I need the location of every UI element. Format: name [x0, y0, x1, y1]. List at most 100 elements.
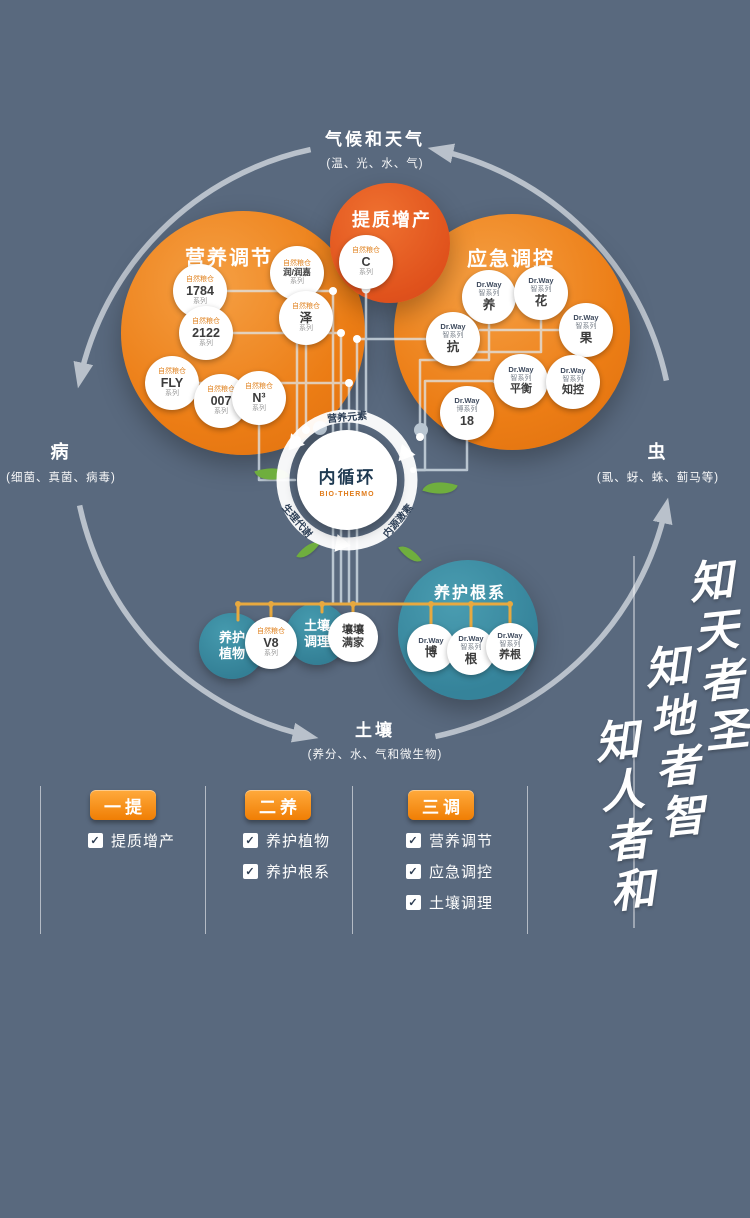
menu-button-santiao[interactable]: 三调 [408, 790, 474, 820]
product-name: 1784 [186, 283, 214, 298]
product-circle-run: 自然粮仓 润/润嘉 系列 [270, 246, 324, 300]
product-brand: 自然粮仓 [292, 302, 320, 310]
product-suffix: 系列 [359, 269, 373, 277]
cycle-subtitle: (养分、水、气和微生物) [307, 749, 443, 761]
product-suffix: 系列 [199, 340, 213, 348]
cycle-title: 气候和天气 [325, 130, 425, 149]
product-name: 知控 [562, 384, 584, 397]
cycle-subtitle: (温、光、水、气) [326, 158, 424, 170]
check-label: 营养调节 [429, 833, 494, 850]
product-circle-rangrangmanjia: 壤壤 满家 [328, 612, 378, 662]
product-brand: 自然粮仓 [192, 317, 220, 325]
product-name: 平衡 [510, 383, 532, 396]
roots-title: 养护根系 [433, 585, 507, 602]
quality-title: 提质增产 [352, 210, 432, 230]
product-suffix: 系列 [193, 298, 207, 306]
checkbox-icon[interactable]: ✓ [243, 864, 258, 879]
cycle-label-disease: 病 (细菌、真菌、病毒) [0, 438, 122, 485]
product-name: 博 [424, 645, 438, 660]
plant-bubble-label: 养护植物 [218, 630, 245, 661]
check-item: ✓ 养护植物 [243, 830, 373, 851]
cycle-arc-sw [76, 504, 319, 743]
product-brand: Dr.Way [418, 635, 444, 645]
product-circle-2122: 自然粮仓 2122 系列 [179, 306, 233, 360]
product-series: 智系列 [530, 286, 552, 294]
product-brand: Dr.Way [458, 634, 484, 644]
product-series: 智系列 [562, 375, 584, 383]
inner-cycle-title: 内循环 [318, 467, 376, 487]
check-label: 养护根系 [266, 864, 331, 881]
product-suffix: 系列 [299, 325, 313, 333]
product-name: V8 [263, 635, 279, 650]
check-item: ✓ 应急调控 [406, 861, 536, 882]
product-circle-zhikong: Dr.Way 智系列 知控 [546, 355, 600, 409]
soil-bubble-label: 土壤调理 [303, 618, 330, 649]
product-name: 壤壤 [342, 624, 364, 637]
inner-cycle-hub: 内循环 BIO-THERMO [297, 430, 397, 530]
product-brand: Dr.Way [476, 280, 502, 290]
checkbox-icon[interactable]: ✓ [406, 833, 421, 848]
product-brand: 自然粮仓 [207, 385, 235, 393]
check-label: 应急调控 [429, 864, 494, 881]
product-brand: 自然粮仓 [283, 260, 311, 268]
product-brand: Dr.Way [528, 276, 554, 286]
product-name: FLY [160, 375, 184, 390]
cycle-subtitle: (虱、蚜、蛛、蓟马等) [596, 472, 720, 484]
product-name: 抗 [446, 340, 460, 355]
product-brand: Dr.Way [560, 366, 586, 376]
divider [40, 786, 41, 934]
product-name: 2122 [192, 325, 220, 340]
checkbox-icon[interactable]: ✓ [406, 864, 421, 879]
cycle-title: 土壤 [355, 721, 395, 740]
product-circle-n3: 自然粮仓 N³ 系列 [232, 371, 286, 425]
product-series: 智系列 [499, 640, 521, 648]
product-circle-hua: Dr.Way 智系列 花 [514, 266, 568, 320]
product-brand: Dr.Way [508, 365, 534, 375]
product-circle-ze: 自然粮仓 泽 系列 [279, 291, 333, 345]
product-name: 果 [579, 331, 593, 346]
product-circle-yanggen: Dr.Way 智系列 养根 [486, 623, 534, 671]
divider [527, 786, 528, 934]
cycle-subtitle: (细菌、真菌、病毒) [6, 472, 116, 484]
product-name: 根 [464, 652, 478, 667]
product-brand: 自然粮仓 [186, 275, 214, 283]
cycle-arc-se [434, 497, 673, 740]
cycle-arc-ne [427, 143, 670, 382]
product-name: 养 [482, 298, 496, 313]
menu-button-eryang[interactable]: 二养 [245, 790, 311, 820]
product-series: 智系列 [575, 323, 597, 331]
product-name: 花 [534, 294, 548, 309]
product-name: 养根 [499, 649, 521, 662]
product-suffix: 系列 [290, 277, 304, 285]
product-circle-guo: Dr.Way 智系列 果 [559, 303, 613, 357]
check-label: 土壤调理 [429, 895, 494, 912]
checkbox-icon[interactable]: ✓ [243, 833, 258, 848]
product-name: N³ [252, 390, 266, 405]
product-series: 智系列 [510, 374, 532, 382]
menu-button-yiti[interactable]: 一提 [90, 790, 156, 820]
product-series: 智系列 [478, 290, 500, 298]
product-series: 智系列 [442, 332, 464, 340]
product-brand: Dr.Way [440, 322, 466, 332]
cycle-title: 病 [50, 442, 72, 462]
check-item: ✓ 土壤调理 [406, 892, 536, 913]
check-label: 提质增产 [111, 833, 176, 850]
menu-column-eryang: 二养 ✓ 养护植物 ✓ 养护根系 [243, 790, 373, 882]
check-item: ✓ 提质增产 [88, 830, 218, 851]
cycle-arc-group [73, 143, 673, 743]
product-circle-c: 自然粮仓 C 系列 [339, 235, 393, 289]
product-name: 泽 [299, 310, 313, 325]
menu-column-yiti: 一提 ✓ 提质增产 [88, 790, 218, 851]
divider [205, 786, 206, 934]
inner-cycle-subtitle: BIO-THERMO [319, 490, 375, 498]
product-brand: 自然粮仓 [158, 367, 186, 375]
product-name: 满家 [342, 637, 364, 649]
product-series: 博系列 [456, 406, 478, 414]
product-suffix: 系列 [252, 405, 266, 413]
checkbox-icon[interactable]: ✓ [88, 833, 103, 848]
cycle-arc-nw [73, 146, 312, 389]
checkbox-icon[interactable]: ✓ [406, 895, 421, 910]
product-brand: 自然粮仓 [245, 382, 273, 390]
